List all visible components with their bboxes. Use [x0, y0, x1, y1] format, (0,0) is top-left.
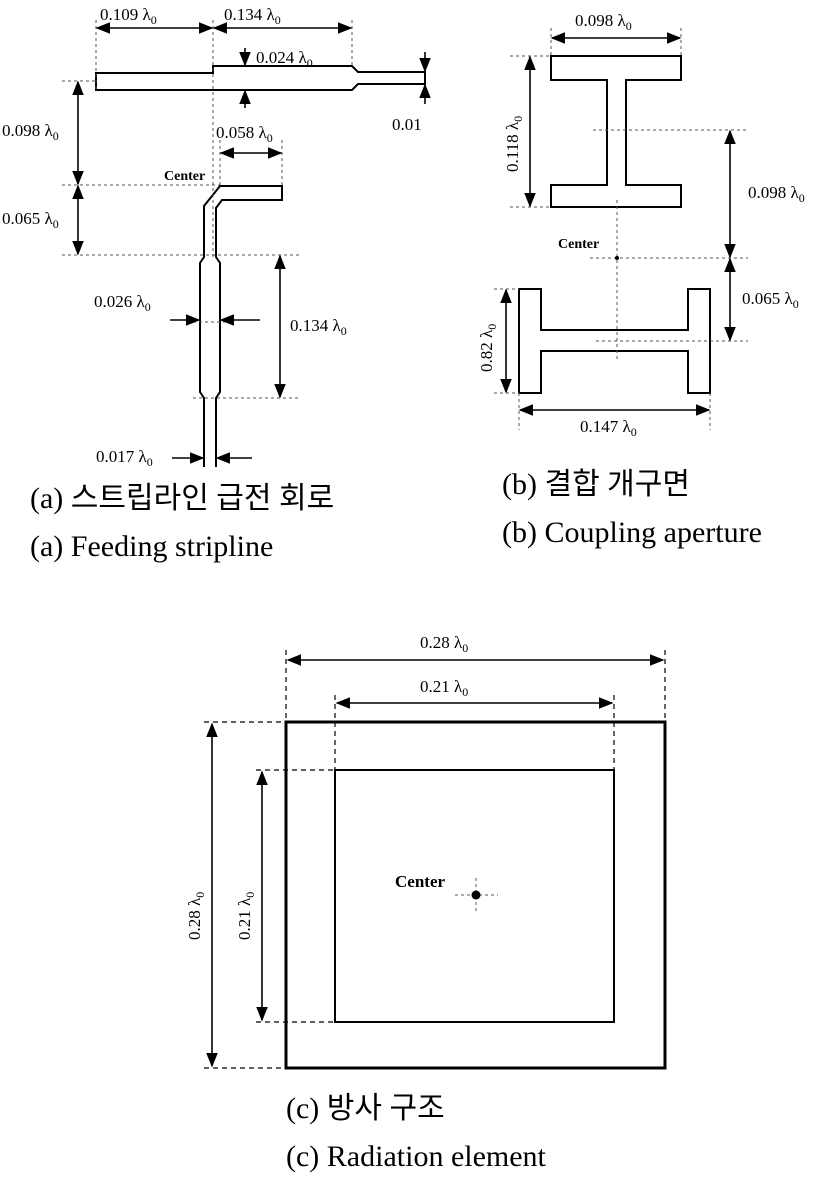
dim-label-top-width: 0.098 — [575, 11, 613, 30]
svg-text:0.134 λ0: 0.134 λ0 — [290, 316, 347, 338]
dim-label-left-length: 0.109 — [100, 5, 138, 24]
dim-label-top-offset: 0.098 — [748, 183, 786, 202]
dim-label-outer-height: 0.28 — [185, 910, 204, 940]
aperture-center-point — [615, 256, 619, 260]
svg-text:0.134 λ0: 0.134 λ0 — [224, 5, 281, 27]
svg-text:0.098 λ0: 0.098 λ0 — [575, 11, 632, 33]
stripline-vertical-outline — [199, 185, 283, 467]
svg-text:0.28 λ0: 0.28 λ0 — [185, 892, 207, 940]
aperture-caption-english: (b) Coupling aperture — [502, 516, 762, 549]
svg-text:0.065 λ0: 0.065 λ0 — [2, 209, 59, 231]
dim-label-bottom-height: 0.82 — [477, 342, 496, 372]
svg-text:0.28 λ0: 0.28 λ0 — [420, 633, 468, 655]
radiation-inner-square — [334, 769, 615, 1023]
aperture-top-i-shape — [550, 55, 682, 208]
svg-text:0.21 λ0: 0.21 λ0 — [420, 677, 468, 699]
dim-label-mid-length: 0.134 — [224, 5, 263, 24]
svg-text:0.065 λ0: 0.065 λ0 — [742, 289, 799, 311]
svg-text:0.017 λ0: 0.017 λ0 — [96, 447, 153, 469]
radiation-caption-korean: (c) 방사 구조 — [286, 1092, 445, 1125]
dim-label-stub-drop: 0.065 — [2, 209, 40, 228]
dim-label-inner-width: 0.21 — [420, 677, 450, 696]
svg-text:0.024 λ0: 0.024 λ0 — [256, 48, 313, 70]
svg-text:0.82 λ0: 0.82 λ0 — [477, 324, 499, 372]
dim-label-wide-width: 0.026 — [94, 292, 132, 311]
feeding-caption-korean: (a) 스트립라인 급전 회로 — [30, 482, 334, 515]
dim-label-inner-height: 0.21 — [235, 910, 254, 940]
svg-text:0.109 λ0: 0.109 λ0 — [100, 5, 157, 27]
feeding-stripline-diagram: 0.109 λ0 0.134 λ0 0.024 λ0 0.01 0.098 λ0… — [2, 5, 431, 563]
dim-label-right-width: 0.01 — [392, 115, 422, 134]
dim-label-top-height: 0.118 — [503, 134, 522, 172]
dim-label-bottom-offset: 0.065 — [742, 289, 780, 308]
radiation-caption-english: (c) Radiation element — [286, 1140, 547, 1173]
dim-label-wide-length: 0.134 — [290, 316, 329, 335]
svg-text:0.098 λ0: 0.098 λ0 — [2, 121, 59, 143]
svg-text:0.098 λ0: 0.098 λ0 — [748, 183, 805, 205]
stripline-horizontal-outline — [95, 65, 426, 91]
dim-label-narrow-width: 0.017 — [96, 447, 135, 466]
svg-text:0.058 λ0: 0.058 λ0 — [216, 123, 273, 145]
coupling-aperture-diagram: 0.098 λ0 0.118 λ0 0.098 λ0 Center 0.065 … — [477, 11, 805, 549]
radiation-center-point — [471, 890, 481, 900]
radiation-outer-square — [284, 720, 667, 1070]
dim-label-bottom-width: 0.147 — [580, 417, 619, 436]
aperture-center-label: Center — [558, 237, 599, 252]
svg-text:0.147 λ0: 0.147 λ0 — [580, 417, 637, 439]
radiation-center-label: Center — [395, 872, 445, 891]
feeding-center-label: Center — [164, 169, 205, 184]
svg-text:0.118 λ0: 0.118 λ0 — [503, 116, 525, 172]
dim-label-stub-length: 0.058 — [216, 123, 254, 142]
aperture-caption-korean: (b) 결합 개구면 — [502, 468, 690, 501]
svg-text:0.026 λ0: 0.026 λ0 — [94, 292, 151, 314]
dim-label-vert-gap: 0.098 — [2, 121, 40, 140]
dim-label-mid-width: 0.024 — [256, 48, 295, 67]
feeding-caption-english: (a) Feeding stripline — [30, 530, 273, 563]
dim-label-outer-width: 0.28 — [420, 633, 450, 652]
svg-text:0.21 λ0: 0.21 λ0 — [235, 892, 257, 940]
radiation-element-diagram: 0.28 λ0 0.21 λ0 0.28 λ0 0.21 λ0 Center (… — [185, 633, 667, 1173]
